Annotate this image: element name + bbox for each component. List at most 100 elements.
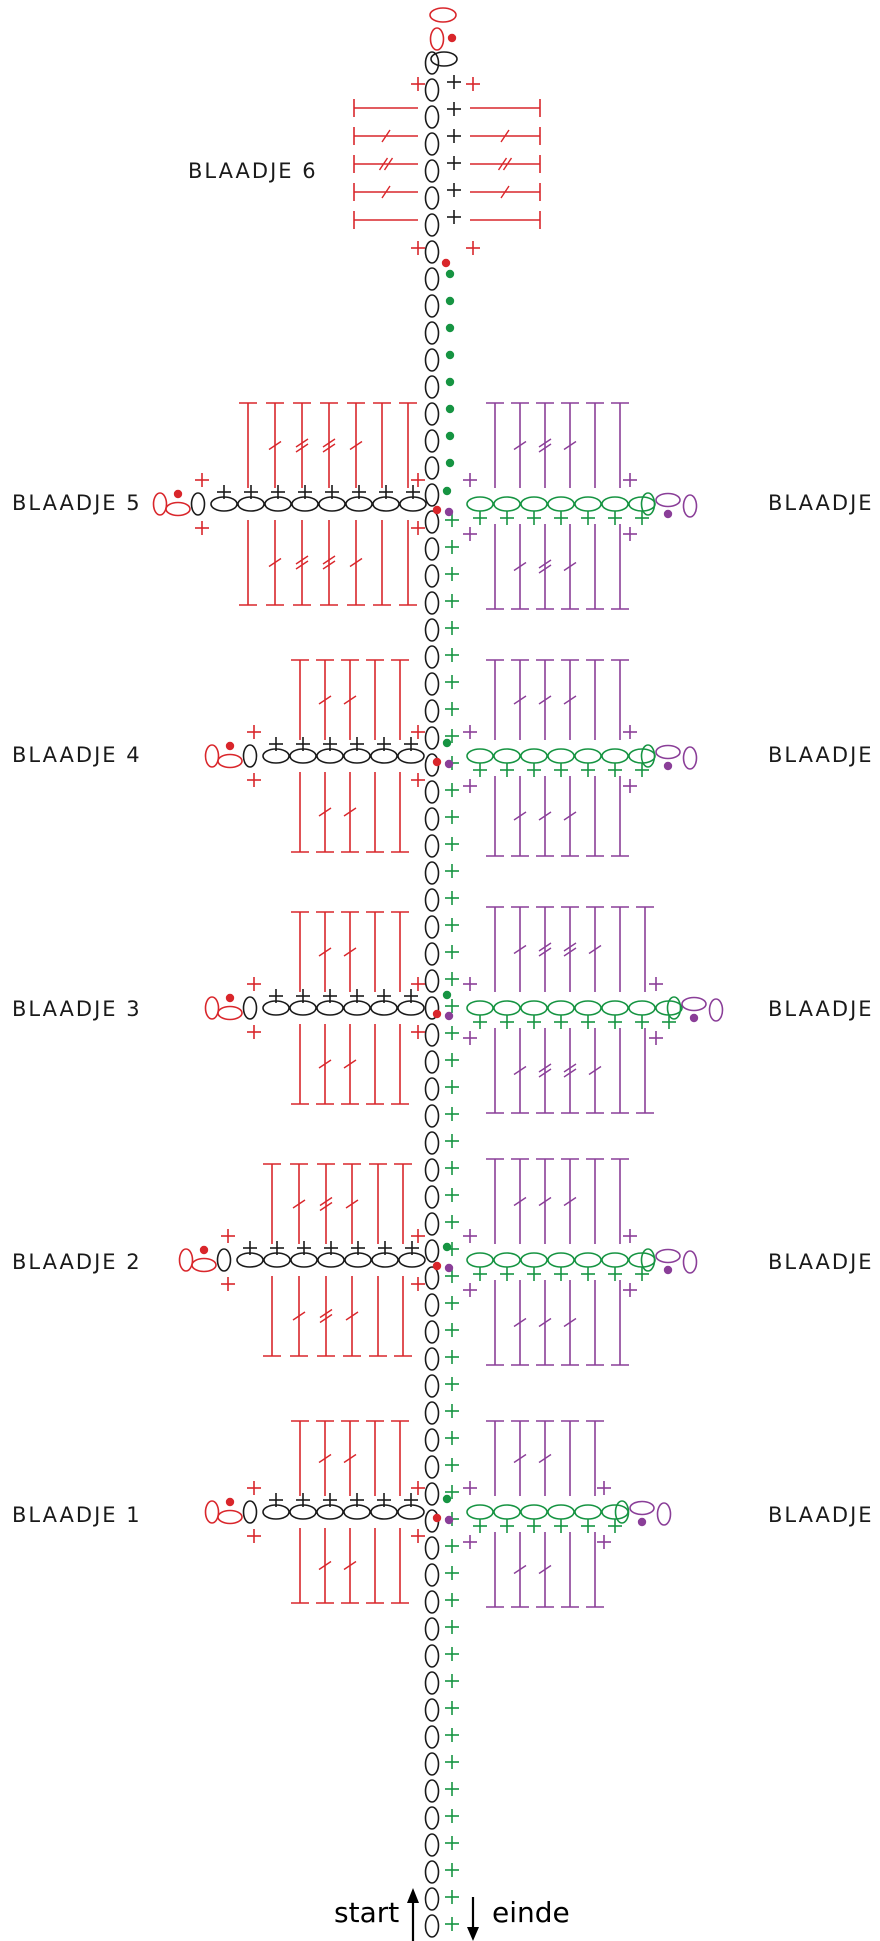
chain-stitch xyxy=(424,1779,440,1803)
chain-stitch xyxy=(289,1504,317,1520)
chain-stitch xyxy=(242,996,258,1020)
chain-stitch xyxy=(466,1252,494,1268)
label-leaf-7: BLAADJE 7 xyxy=(768,491,880,515)
chain-stitch xyxy=(262,1504,290,1520)
chain-stitch xyxy=(424,1914,440,1938)
chain-stitch xyxy=(493,1504,521,1520)
leaf-10 xyxy=(444,1158,698,1366)
chain-stitch xyxy=(466,496,494,512)
chain-stitch xyxy=(370,1000,398,1016)
chain-stitch xyxy=(424,1887,440,1911)
chain-stitch xyxy=(520,1252,548,1268)
chain-stitch xyxy=(708,998,724,1022)
chain-stitch xyxy=(424,699,440,723)
chain-stitch xyxy=(424,51,440,75)
main-chain-stem xyxy=(424,7,461,1938)
label-leaf-1: BLAADJE 1 xyxy=(12,1503,142,1527)
chain-stitch xyxy=(190,492,206,516)
tall-stitch-mark xyxy=(319,1313,333,1324)
chain-stitch xyxy=(316,748,344,764)
tall-stitch-mark xyxy=(538,1317,552,1328)
chain-stitch xyxy=(204,744,220,768)
chain-stitch xyxy=(216,1248,232,1272)
leaf-11 xyxy=(444,1420,672,1608)
tall-stitch-mark xyxy=(295,555,309,565)
chain-stitch xyxy=(520,1504,548,1520)
tall-stitch-mark xyxy=(563,1068,577,1078)
chain-stitch xyxy=(424,1212,440,1236)
tall-stitch-mark xyxy=(322,443,336,453)
tall-stitch-mark xyxy=(538,695,552,705)
slip-stitch xyxy=(442,1494,452,1504)
start-label: start xyxy=(334,1896,399,1929)
chain-stitch xyxy=(424,888,440,912)
slip-stitch xyxy=(689,1013,699,1023)
chain-stitch xyxy=(424,213,440,237)
slip-stitch xyxy=(445,350,455,360)
chain-stitch xyxy=(397,1000,425,1016)
leaves-group xyxy=(152,77,724,1608)
tall-stitch-mark xyxy=(538,1068,552,1078)
chain-stitch xyxy=(682,494,698,518)
chain-stitch xyxy=(429,7,457,23)
tall-stitch-mark xyxy=(292,1199,306,1209)
chain-stitch xyxy=(424,1536,440,1560)
chain-stitch xyxy=(424,1266,440,1290)
tall-stitch-mark xyxy=(318,807,332,817)
chain-stitch xyxy=(424,996,440,1020)
chain-stitch xyxy=(262,748,290,764)
tall-stitch-mark xyxy=(563,440,577,451)
leaf-6 xyxy=(353,77,541,268)
slip-stitch xyxy=(663,509,673,519)
chain-stitch xyxy=(614,1500,630,1524)
tall-stitch-mark xyxy=(563,1317,577,1328)
tall-stitch-mark xyxy=(513,1564,527,1575)
chain-stitch xyxy=(344,1252,372,1268)
chain-stitch xyxy=(655,1248,681,1264)
chain-stitch xyxy=(217,1509,243,1525)
chain-stitch xyxy=(210,496,238,512)
chain-stitch xyxy=(430,51,458,67)
tall-stitch-mark xyxy=(349,440,363,451)
chain-stitch xyxy=(343,1000,371,1016)
chain-stitch xyxy=(520,496,548,512)
chain-stitch xyxy=(316,1504,344,1520)
tall-stitch-mark xyxy=(500,185,510,199)
chain-stitch xyxy=(493,1252,521,1268)
chain-stitch xyxy=(424,1671,440,1695)
tall-stitch-mark xyxy=(563,561,577,572)
slip-stitch xyxy=(173,489,183,499)
tall-stitch-mark xyxy=(292,1311,306,1321)
tall-stitch-mark xyxy=(563,695,577,705)
tall-stitch-mark xyxy=(343,1453,357,1464)
tall-stitch-mark xyxy=(502,157,513,171)
slip-stitch xyxy=(445,377,455,387)
chain-stitch xyxy=(493,748,521,764)
tall-stitch-mark xyxy=(322,438,336,448)
slip-stitch xyxy=(445,404,455,414)
tall-stitch-mark xyxy=(378,157,389,171)
slip-stitch xyxy=(444,1515,454,1525)
chain-stitch xyxy=(424,969,440,993)
tall-stitch-mark xyxy=(322,555,336,565)
chain-stitch xyxy=(424,483,440,507)
start-arrow-icon xyxy=(407,1888,419,1941)
tall-stitch-mark xyxy=(318,1059,332,1069)
slip-stitch xyxy=(444,1011,454,1021)
chain-stitch xyxy=(424,1752,440,1776)
tall-stitch-mark xyxy=(563,811,577,821)
chain-stitch xyxy=(398,1252,426,1268)
chain-stitch xyxy=(152,492,168,516)
chain-stitch xyxy=(397,1504,425,1520)
chain-stitch xyxy=(424,1077,440,1101)
chain-stitch xyxy=(217,753,243,769)
slip-stitch xyxy=(444,507,454,517)
tall-stitch-mark xyxy=(563,1196,577,1207)
slip-stitch xyxy=(445,269,455,279)
tall-stitch-mark xyxy=(383,157,394,171)
chain-stitch xyxy=(263,1252,291,1268)
label-leaf-5: BLAADJE 5 xyxy=(12,491,142,515)
chain-stitch xyxy=(424,1563,440,1587)
chain-stitch xyxy=(681,996,707,1012)
tall-stitch-mark xyxy=(343,695,357,705)
